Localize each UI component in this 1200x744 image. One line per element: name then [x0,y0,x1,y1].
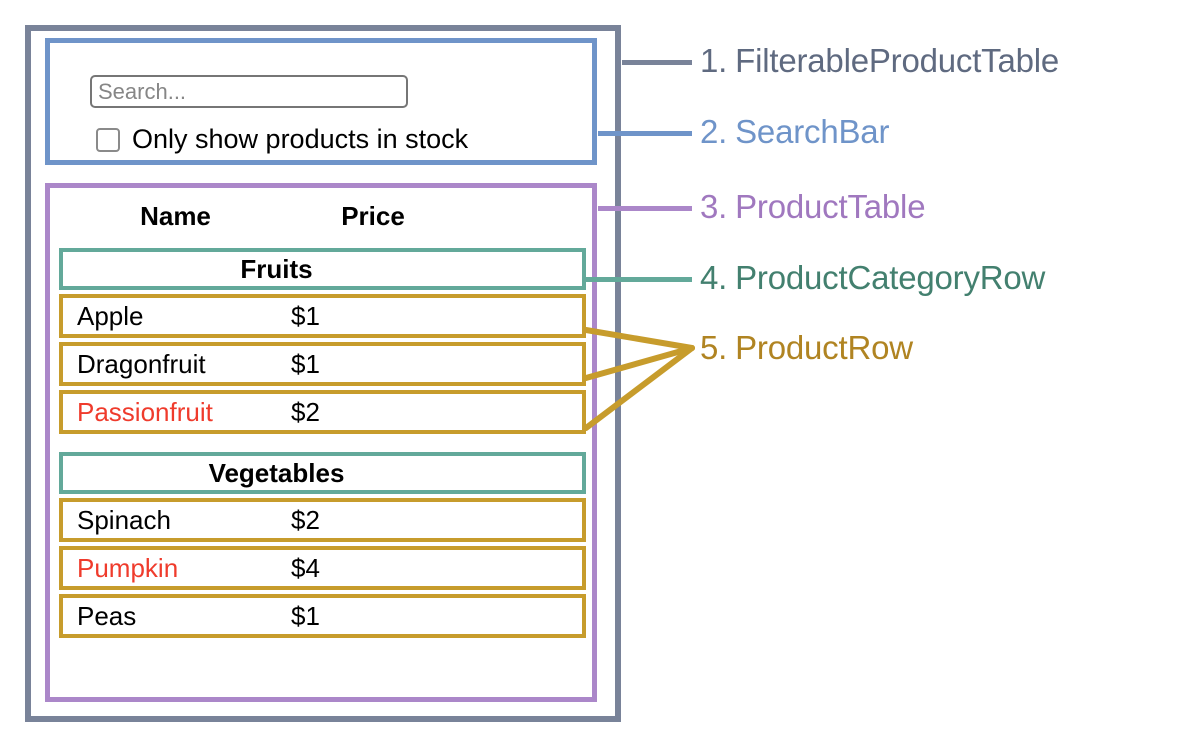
product-name: Pumpkin [77,552,179,583]
callout-text-2: SearchBar [735,113,890,150]
product-row: Passionfruit $2 [59,390,586,434]
product-row: Dragonfruit $1 [59,342,586,386]
product-price: $2 [291,504,320,535]
leader-line-2 [598,131,692,136]
search-input[interactable] [90,75,408,108]
product-price: $1 [291,600,320,631]
product-category-label: Vegetables [208,457,345,488]
product-row: Spinach $2 [59,498,586,542]
in-stock-checkbox-row[interactable]: Only show products in stock [96,126,468,153]
callout-label-5: 5.ProductRow [700,331,913,364]
column-header-name: Name [140,200,211,231]
product-name: Peas [77,600,137,631]
product-price: $1 [291,300,320,331]
product-name: Dragonfruit [77,348,206,379]
callout-label-3: 3.ProductTable [700,188,926,225]
callout-text-3: ProductTable [735,188,926,225]
product-price: $4 [291,552,320,583]
callout-text-5: ProductRow [735,329,913,366]
product-category-row: Vegetables [59,452,586,494]
product-category-row: Fruits [59,248,586,290]
leader-line-1 [622,60,692,65]
product-row: Pumpkin $4 [59,546,586,590]
product-row: Peas $1 [59,594,586,638]
product-price: $2 [291,396,320,427]
leader-line-3 [598,206,692,211]
callout-text-1: FilterableProductTable [735,42,1060,79]
callout-label-1: 1.FilterableProductTable [700,44,1059,77]
product-name: Spinach [77,504,171,535]
callout-number-3: 3. [700,188,728,225]
product-price: $1 [291,348,320,379]
callout-number-2: 2. [700,113,728,150]
product-name: Apple [77,300,144,331]
in-stock-checkbox-label: Only show products in stock [132,124,469,154]
callout-label-4: 4.ProductCategoryRow [700,261,1045,294]
checkbox-icon[interactable] [96,127,120,152]
callout-number-5: 5. [700,329,728,366]
product-row: Apple $1 [59,294,586,338]
row-spacer [59,438,586,452]
column-header-price: Price [341,200,405,231]
leader-stub-3 [598,206,603,211]
leader-line-4 [586,277,692,282]
callout-text-4: ProductCategoryRow [735,259,1046,296]
product-table-header: Name Price [58,196,583,236]
callout-number-4: 4. [700,259,728,296]
product-name: Passionfruit [77,396,213,427]
product-category-label: Fruits [240,253,313,284]
callout-label-2: 2.SearchBar [700,115,889,148]
callout-number-1: 1. [700,42,728,79]
